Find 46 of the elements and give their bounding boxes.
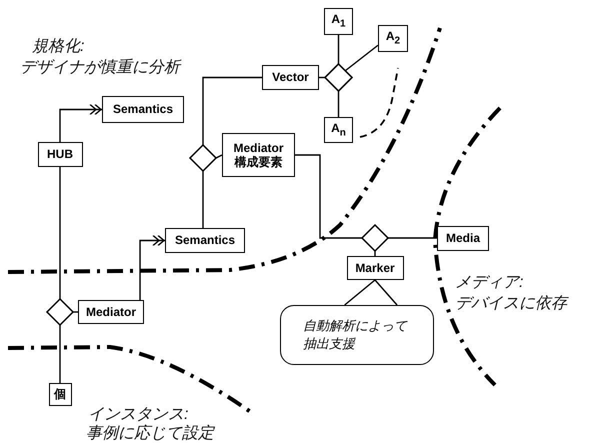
entity-label: Vector — [272, 70, 309, 85]
region-note: デザイナが慎重に分析 — [20, 58, 180, 78]
entity-box — [324, 117, 353, 143]
entity-box — [262, 65, 319, 90]
junction-diamond — [190, 145, 216, 171]
entity-label: Mediator 構成要素 — [232, 140, 284, 170]
entity-label: Semantics — [174, 233, 236, 248]
connector-line — [59, 325, 61, 383]
junction-diamond — [362, 225, 388, 251]
connector-line — [338, 91, 340, 117]
entity-box — [437, 226, 489, 250]
connector-line — [202, 171, 204, 228]
connector-line — [295, 154, 362, 239]
entity-box — [346, 256, 404, 280]
entity-label: Media — [446, 230, 480, 246]
region-note: 事例に応じて設定 — [86, 424, 214, 443]
region-note: メディア: — [455, 273, 524, 293]
junction-diamond — [325, 64, 352, 91]
entity-label: HUB — [47, 147, 73, 162]
entity-box — [48, 383, 72, 406]
entity-box — [324, 8, 353, 35]
entity-label: Mediator — [86, 304, 136, 320]
connector-line — [388, 237, 437, 239]
entity-label: Semantics — [112, 102, 174, 117]
entity-box — [165, 228, 245, 253]
entity-box — [78, 300, 144, 324]
connector-line — [344, 44, 378, 72]
entity-box — [38, 142, 82, 167]
entity-label: A$_{2}$ — [386, 29, 400, 48]
entity-box — [102, 96, 184, 123]
region-note: インスタンス: — [88, 405, 188, 424]
region-note: デバイスに依存 — [455, 294, 567, 314]
speech-bubble — [280, 305, 434, 365]
entity-label: Marker — [355, 260, 395, 276]
junction-diamond — [47, 299, 73, 325]
connector-line — [344, 279, 398, 306]
entity-label: A$_{n}$ — [331, 120, 346, 140]
callout-text: 自動解析によって抽出支援 — [303, 317, 408, 353]
connector-line — [202, 76, 262, 145]
connector-line — [59, 167, 61, 299]
connector-line — [338, 35, 340, 64]
entity-label: 個 — [54, 387, 66, 402]
entity-box — [378, 25, 408, 52]
entity-label: A$_{1}$ — [331, 12, 346, 31]
entity-box — [222, 133, 295, 177]
region-note: 規格化: — [32, 37, 84, 57]
